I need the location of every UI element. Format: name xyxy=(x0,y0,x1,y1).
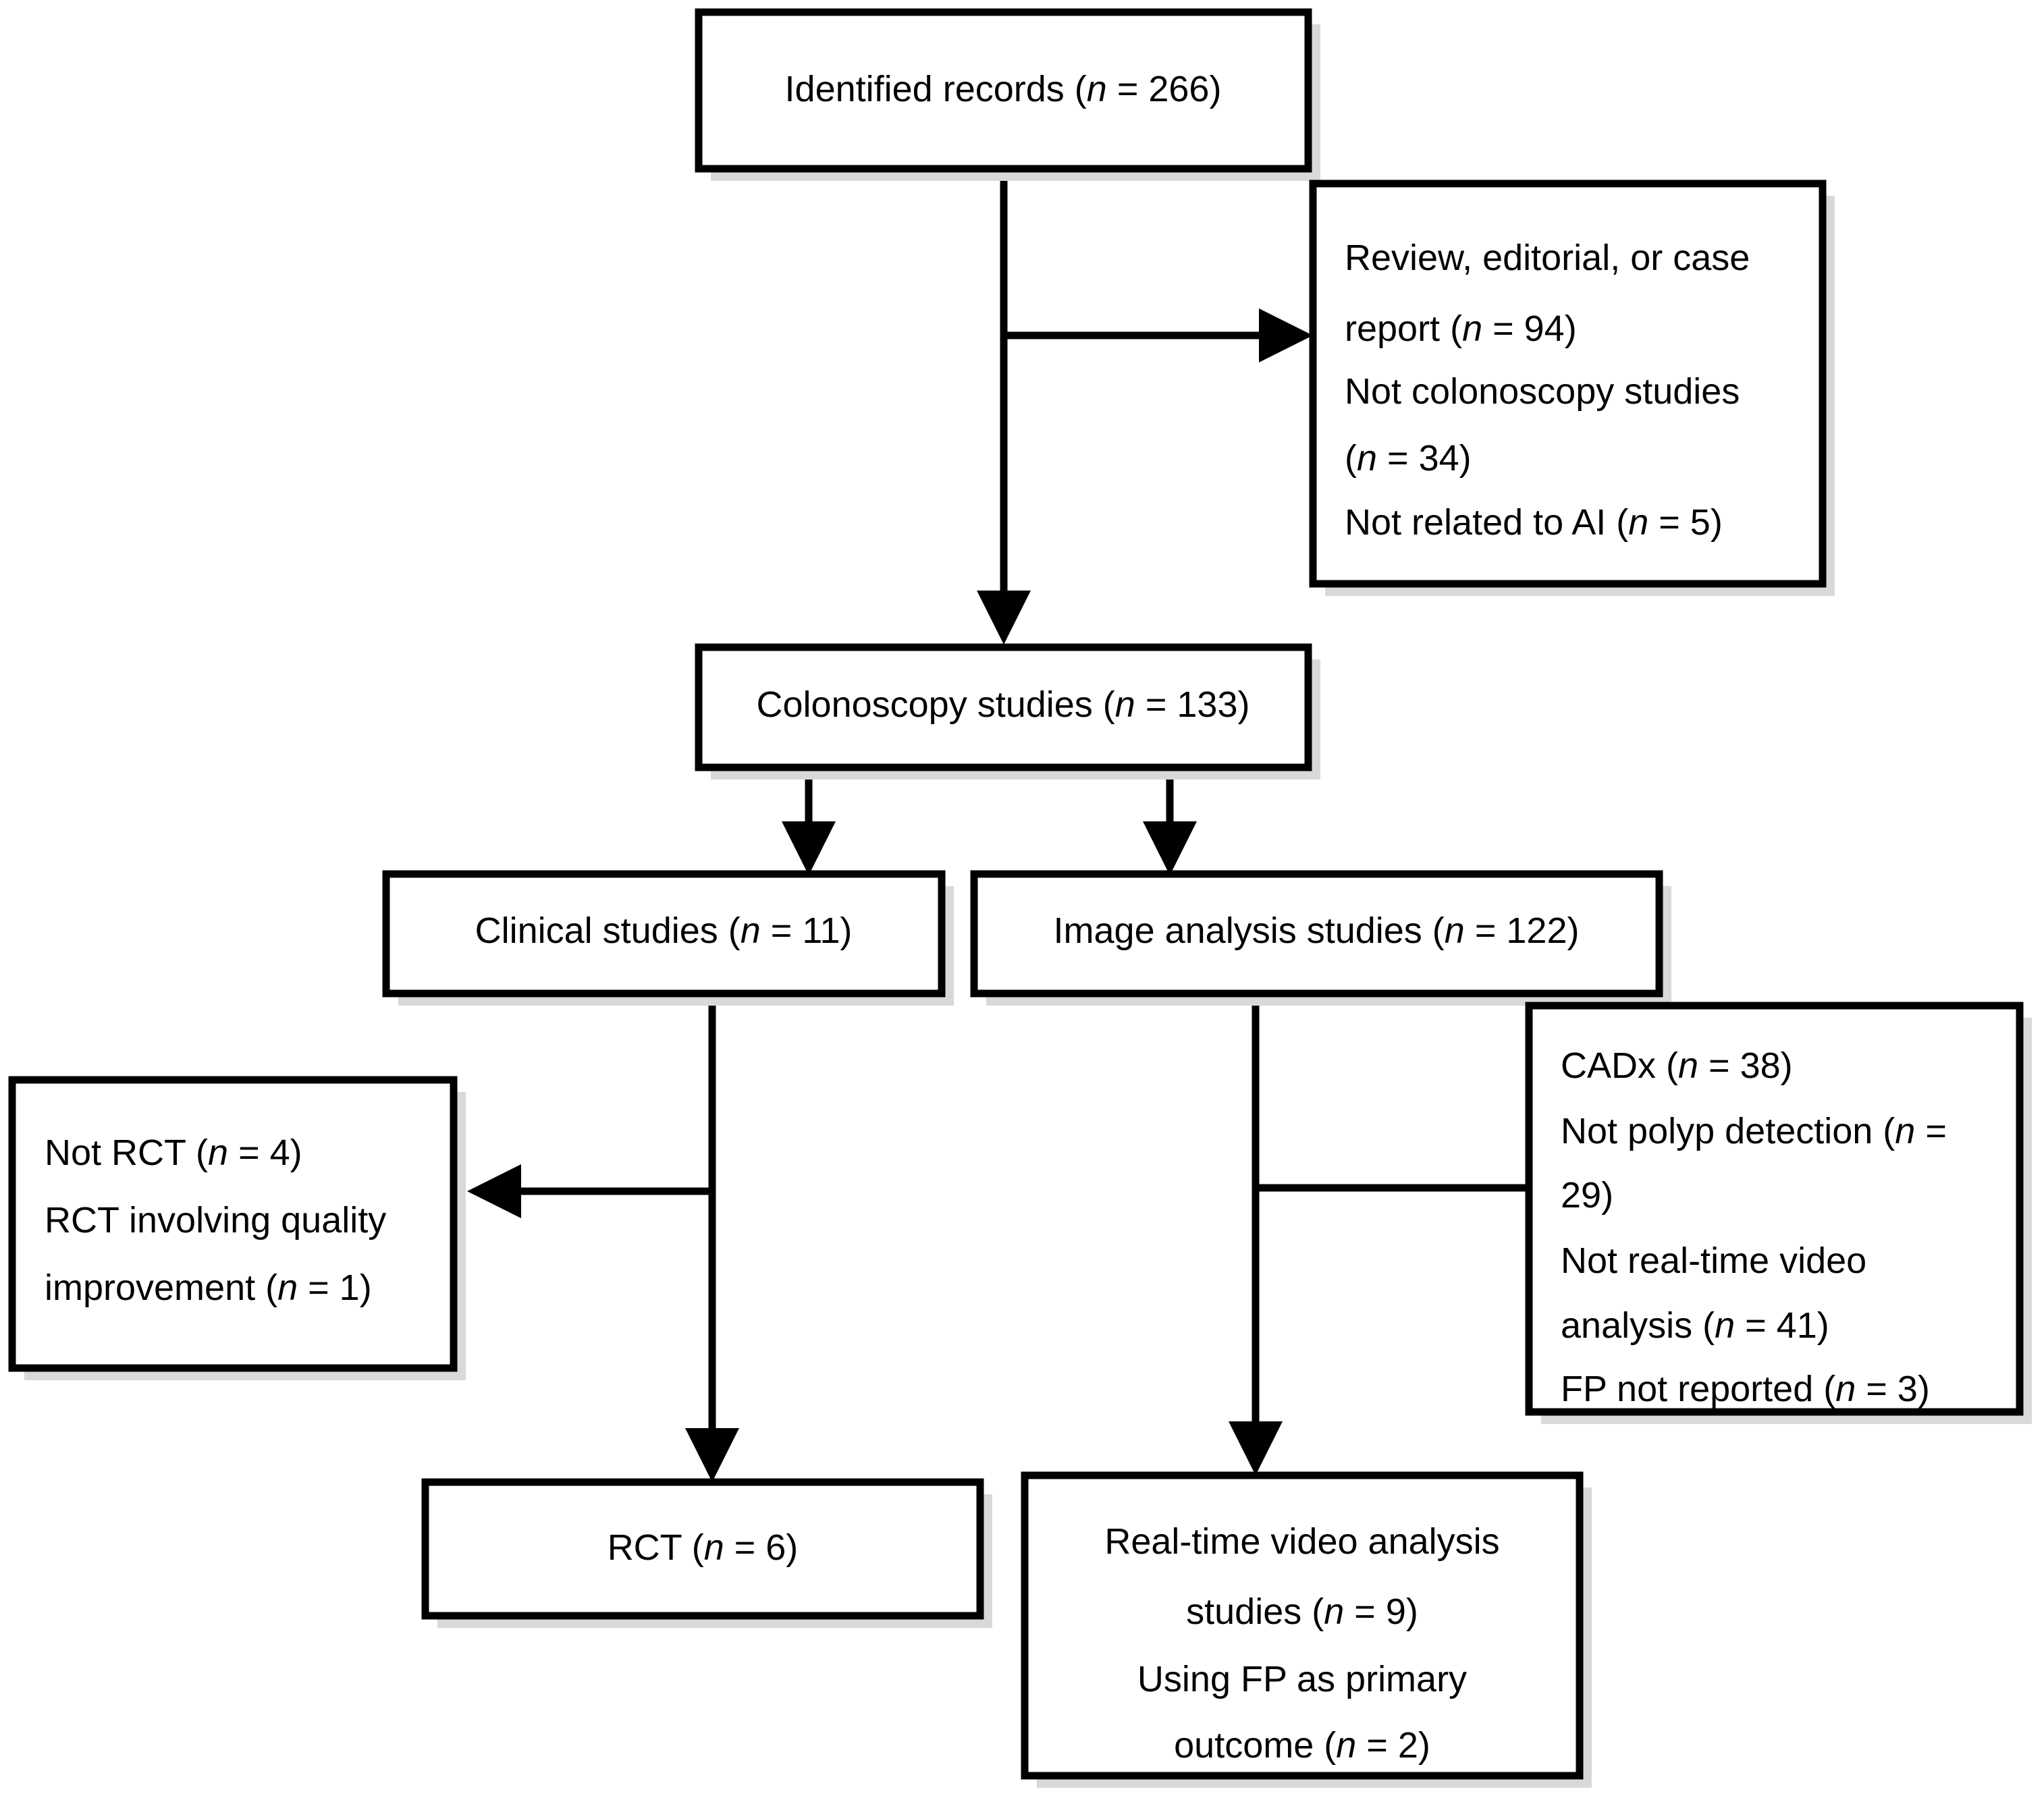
excluded-right-line-4: Not real-time video xyxy=(1561,1240,1866,1281)
arrowhead-colonoscopy-to-image xyxy=(1143,821,1197,875)
excluded-right-line-6: FP not reported (n = 3) xyxy=(1561,1369,1930,1409)
excluded-top-line-3: Not colonoscopy studies xyxy=(1345,371,1740,412)
rct-node: RCT (n = 6) xyxy=(421,1478,992,1628)
nodes-layer: Identified records (n = 266) Review, edi… xyxy=(8,8,2032,1788)
excluded-top-line-2: report (n = 94) xyxy=(1345,308,1577,349)
excluded-left-line-1: Not RCT (n = 4) xyxy=(45,1133,302,1173)
excluded-left-line-3: improvement (n = 1) xyxy=(45,1267,372,1308)
excluded-top-line-4: (n = 34) xyxy=(1345,438,1472,479)
realtime-video-box xyxy=(1021,1471,1584,1780)
colonoscopy-studies-node: Colonoscopy studies (n = 133) xyxy=(695,643,1320,780)
clinical-studies-box xyxy=(382,870,946,998)
excluded-left-node: Not RCT (n = 4) RCT involving quality im… xyxy=(8,1076,466,1380)
excluded-left-box xyxy=(8,1076,458,1372)
excluded-right-line-2: Not polyp detection (n = xyxy=(1561,1111,1947,1151)
identified-records-node: Identified records (n = 266) xyxy=(695,8,1320,181)
realtime-video-line-1: Real-time video analysis xyxy=(1104,1521,1499,1562)
clinical-studies-line-1: Clinical studies (n = 11) xyxy=(475,910,853,951)
rct-box xyxy=(421,1478,984,1620)
excluded-top-line-5: Not related to AI (n = 5) xyxy=(1345,502,1723,543)
arrowhead-identified-to-colonoscopy xyxy=(977,591,1031,645)
realtime-video-line-2: studies (n = 9) xyxy=(1186,1591,1418,1632)
image-analysis-studies-node: Image analysis studies (n = 122) xyxy=(970,870,1671,1006)
excluded-right-line-5: analysis (n = 41) xyxy=(1561,1305,1829,1346)
excluded-top-box xyxy=(1309,180,1827,588)
arrowhead-colonoscopy-to-clinical xyxy=(782,821,836,875)
arrowhead-identified-to-excluded-top xyxy=(1259,308,1313,362)
image-analysis-studies-box xyxy=(970,870,1663,998)
arrowhead-clinical-to-excluded-left xyxy=(467,1164,521,1218)
connectors-layer xyxy=(467,169,1532,1482)
colonoscopy-studies-box xyxy=(695,643,1312,771)
excluded-right-node: CADx (n = 38) Not polyp detection (n = 2… xyxy=(1525,1002,2032,1424)
image-analysis-studies-line-1: Image analysis studies (n = 122) xyxy=(1054,910,1580,951)
arrowhead-image-to-realtime xyxy=(1229,1421,1283,1475)
excluded-right-box xyxy=(1525,1002,2024,1416)
excluded-top-node: Review, editorial, or case report (n = 9… xyxy=(1309,180,1835,596)
excluded-right-line-1: CADx (n = 38) xyxy=(1561,1045,1793,1086)
excluded-top-line-1: Review, editorial, or case xyxy=(1345,238,1750,278)
clinical-studies-node: Clinical studies (n = 11) xyxy=(382,870,954,1006)
excluded-right-line-3: 29) xyxy=(1561,1175,1613,1216)
identified-records-box xyxy=(695,8,1312,173)
realtime-video-line-3: Using FP as primary xyxy=(1137,1659,1467,1699)
arrowhead-clinical-to-rct xyxy=(685,1428,739,1482)
realtime-video-node: Real-time video analysis studies (n = 9)… xyxy=(1021,1471,1592,1788)
colonoscopy-studies-line-1: Colonoscopy studies (n = 133) xyxy=(757,684,1250,725)
excluded-left-line-2: RCT involving quality xyxy=(45,1200,386,1240)
rct-line-1: RCT (n = 6) xyxy=(608,1527,799,1568)
realtime-video-line-4: outcome (n = 2) xyxy=(1174,1725,1430,1766)
identified-records-line-1: Identified records (n = 266) xyxy=(785,69,1222,109)
